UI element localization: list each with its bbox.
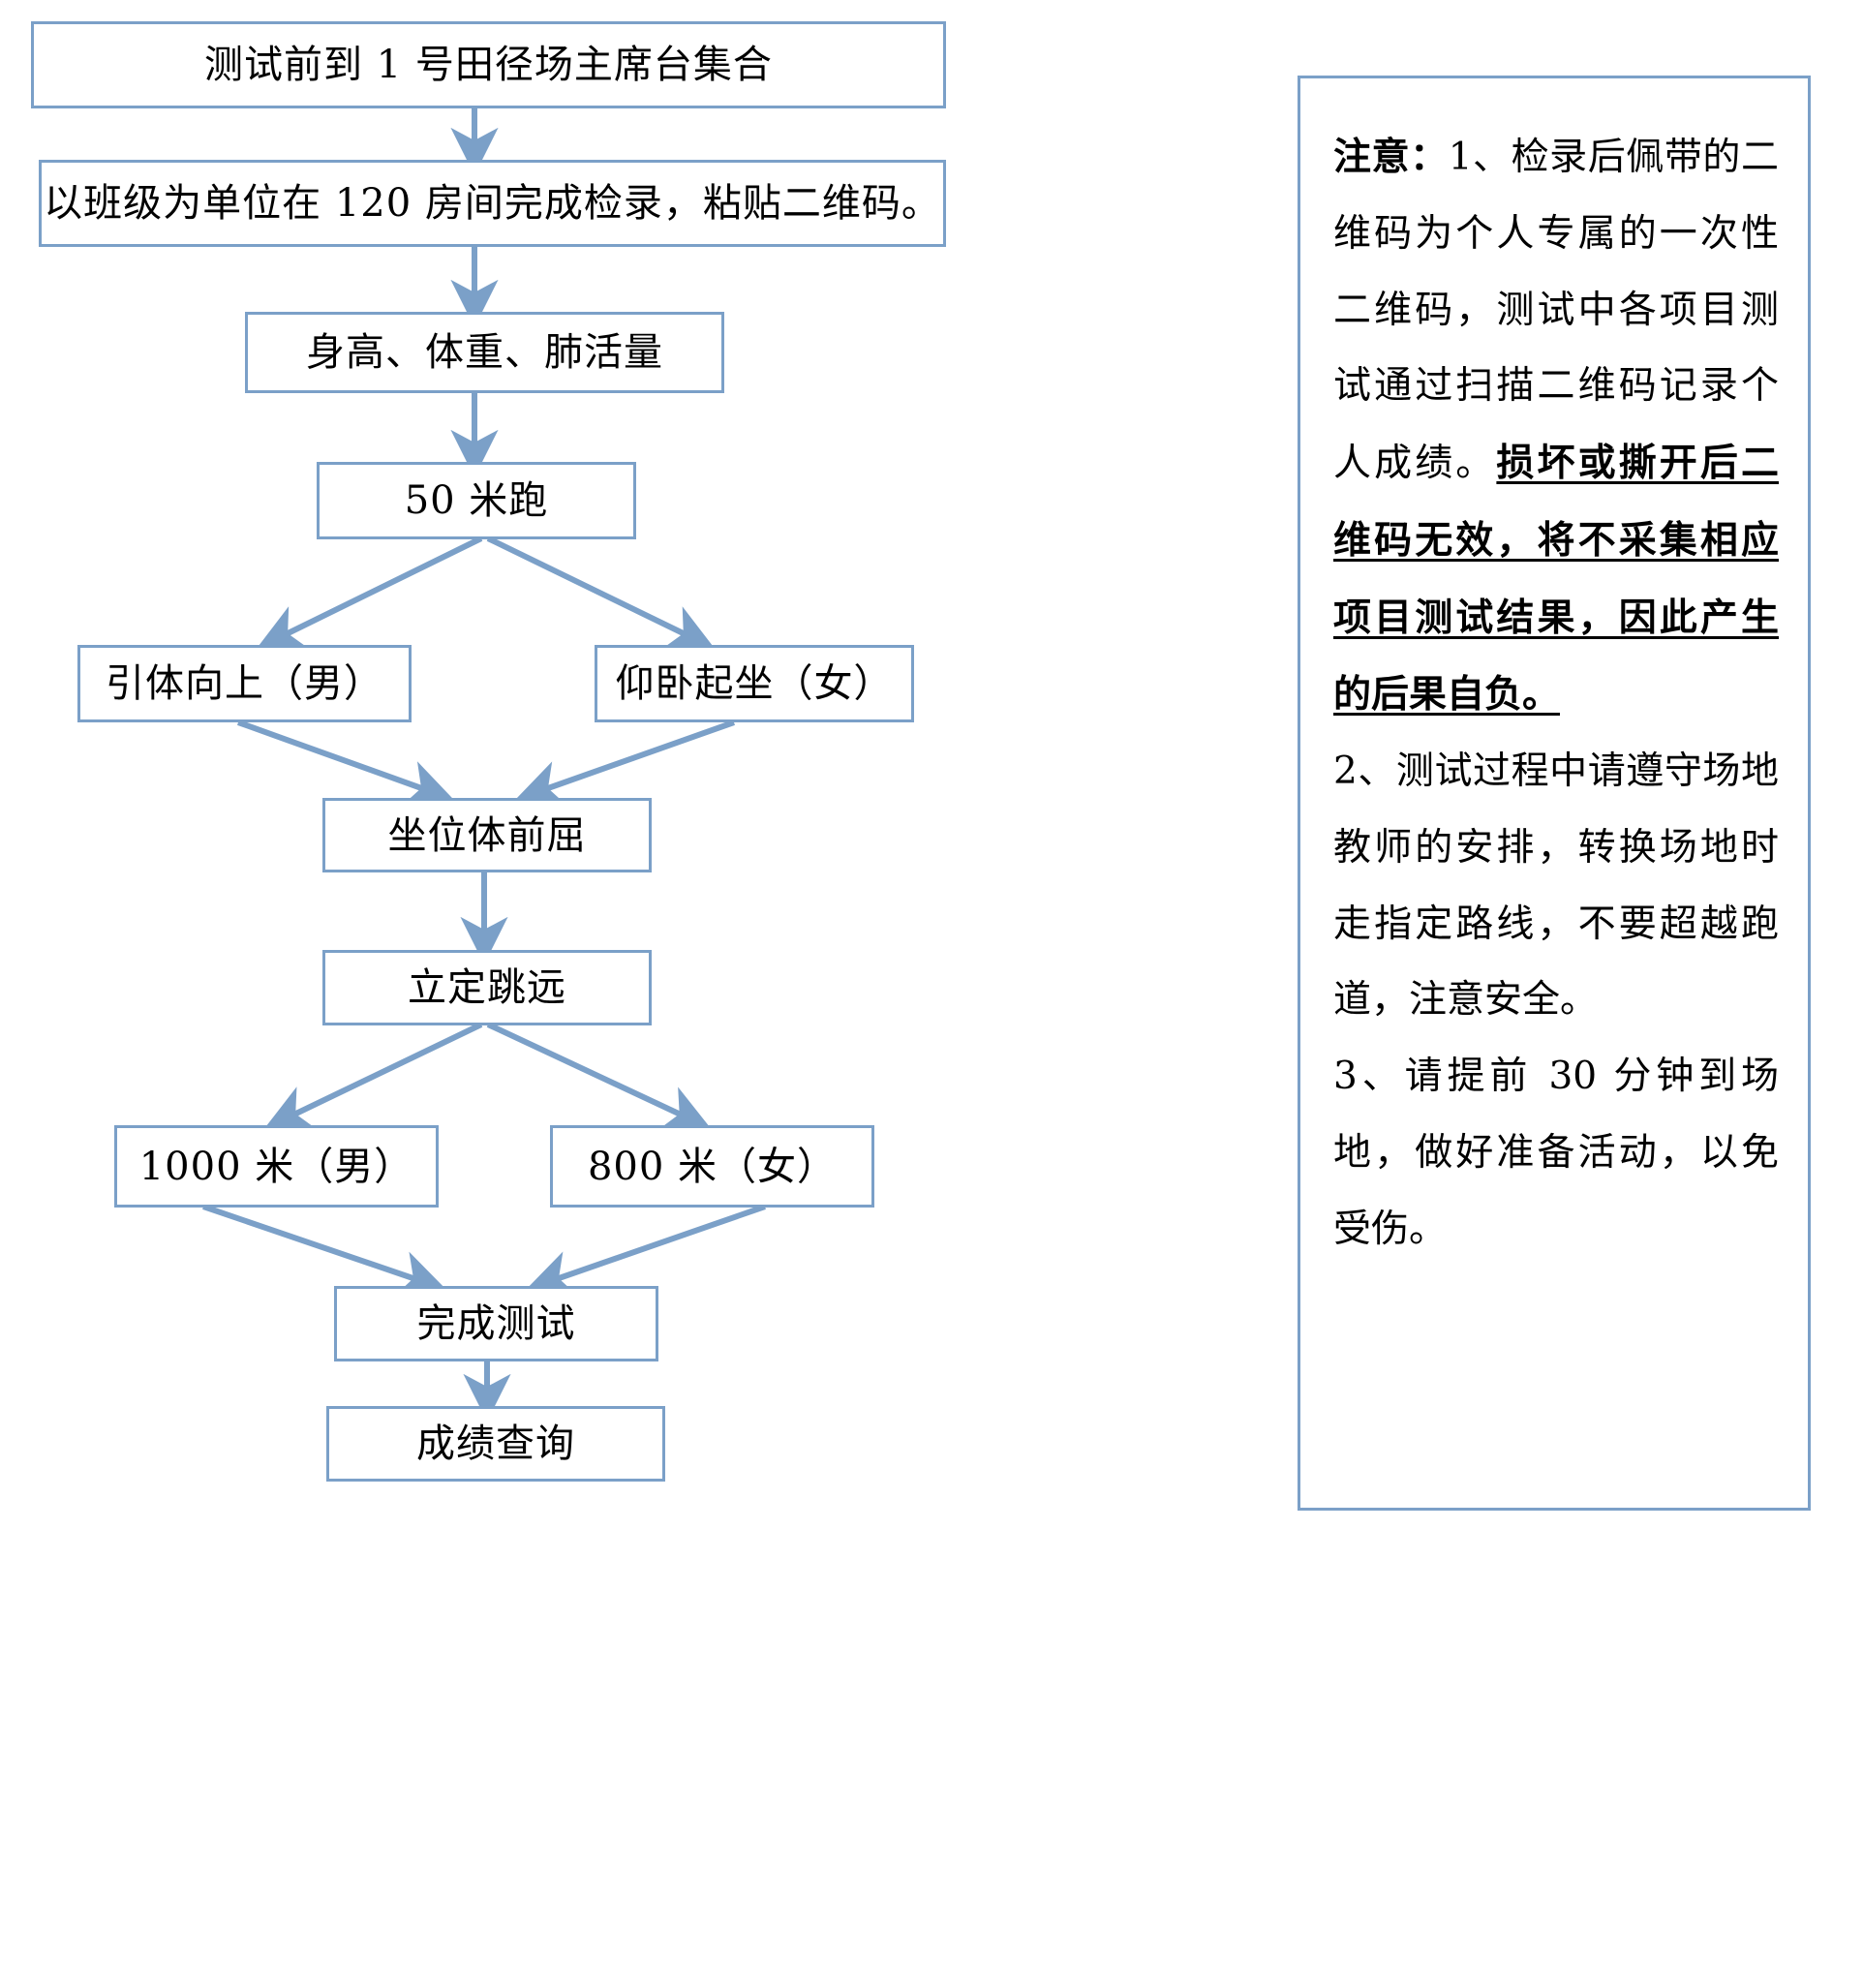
notes-panel: 注意：1、检录后佩带的二维码为个人专属的一次性二维码，测试中各项目测试通过扫描二… <box>1298 76 1811 1511</box>
notes-item-1-text: 1、检录后佩带的二维码为个人专属的一次性二维码，测试中各项目测试通过扫描二维码记… <box>1333 136 1779 486</box>
flow-node-body-metrics[interactable]: 身高、体重、肺活量 <box>245 312 724 393</box>
notes-item-2: 2、测试过程中请遵守场地教师的安排，转换场地时走指定路线，不要超越跑道，注意安全… <box>1333 749 1779 1023</box>
edge-longjump-to-run800 <box>486 1022 712 1131</box>
flow-node-run-1000m-male[interactable]: 1000 米（男） <box>114 1125 439 1208</box>
flow-node-situp-female[interactable]: 仰卧起坐（女） <box>595 645 914 722</box>
flow-node-run-800m-female[interactable]: 800 米（女） <box>550 1125 874 1208</box>
flow-node-sprint-50m[interactable]: 50 米跑 <box>317 462 636 539</box>
flow-node-standing-long-jump[interactable]: 立定跳远 <box>322 950 652 1025</box>
flow-node-label: 立定跳远 <box>408 965 566 1010</box>
flow-node-checkin[interactable]: 以班级为单位在 120 房间完成检录，粘贴二维码。 <box>39 160 946 247</box>
flow-node-label: 测试前到 1 号田径场主席台集合 <box>204 43 773 87</box>
flow-node-label: 完成测试 <box>416 1301 576 1346</box>
edge-pullup-to-sitreach <box>236 719 454 807</box>
edge-run1000-to-finish <box>202 1204 447 1298</box>
flow-node-label: 50 米跑 <box>404 478 549 523</box>
flow-node-label: 1000 米（男） <box>138 1144 414 1189</box>
edge-sprint50-to-situp <box>486 535 716 650</box>
flow-node-label: 引体向上（男） <box>106 661 383 706</box>
edge-situp-to-sitreach <box>515 719 736 807</box>
flow-node-finish-test[interactable]: 完成测试 <box>334 1286 658 1361</box>
notes-item-1-warning: 损坏或撕开后二维码无效，将不采集相应项目测试结果，因此产生的后果自负。 <box>1333 441 1779 718</box>
notes-heading: 注意： <box>1333 135 1449 179</box>
notes-item-1: 注意：1、检录后佩带的二维码为个人专属的一次性二维码，测试中各项目测试通过扫描二… <box>1333 119 1779 734</box>
flow-node-score-query[interactable]: 成绩查询 <box>326 1406 665 1482</box>
edge-run800-to-finish <box>525 1204 766 1297</box>
notes-item-3: 3、请提前 30 分钟到场地，做好准备活动，以免受伤。 <box>1333 1055 1779 1251</box>
flow-node-label: 身高、体重、肺活量 <box>306 330 663 375</box>
flow-node-assemble[interactable]: 测试前到 1 号田径场主席台集合 <box>31 21 946 108</box>
flow-node-sit-and-reach[interactable]: 坐位体前屈 <box>322 798 652 872</box>
flow-node-label: 成绩查询 <box>416 1422 575 1466</box>
edge-longjump-to-run1000 <box>263 1022 483 1130</box>
flow-node-label: 以班级为单位在 120 房间完成检录，粘贴二维码。 <box>44 181 941 226</box>
flow-node-label: 仰卧起坐（女） <box>615 661 894 706</box>
flow-node-label: 坐位体前屈 <box>387 812 587 858</box>
edge-sprint50-to-pullup <box>256 535 483 650</box>
flow-node-label: 800 米（女） <box>587 1144 838 1189</box>
flow-node-pullup-male[interactable]: 引体向上（男） <box>77 645 412 722</box>
